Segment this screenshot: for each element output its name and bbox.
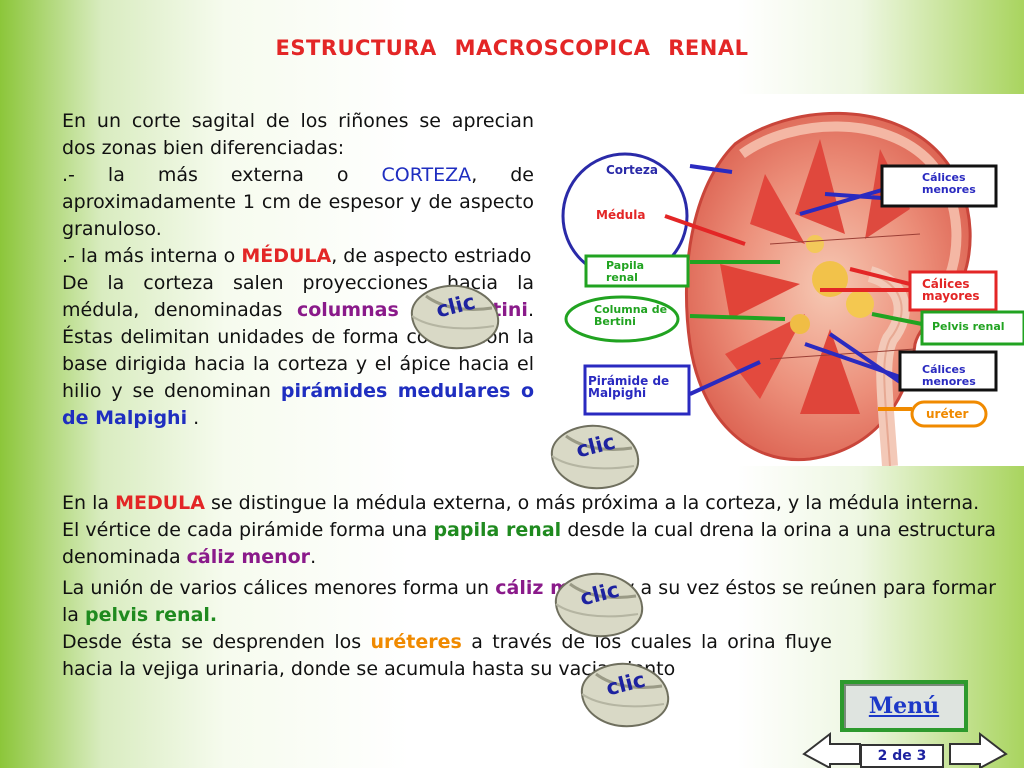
kw-corteza: CORTEZA [381, 164, 472, 186]
kidney-diagram: Corteza Médula Papila renal Columna de B… [560, 94, 1024, 466]
clic-button-4[interactable]: clic [576, 660, 672, 730]
mouse-icon [580, 662, 670, 728]
clic-button-1[interactable]: clic [406, 282, 502, 352]
label-corteza: Corteza [606, 163, 658, 177]
body-l3: La unión de varios cálices menores forma… [62, 577, 996, 626]
kw-papila: papila renal [433, 519, 562, 541]
label-calices-menores-bottom: Cálices menores [922, 363, 976, 388]
intro-p4: De la corteza salen proyecciones hacia l… [62, 272, 534, 429]
menu-button[interactable]: Menú [840, 680, 968, 732]
intro-p2: .- la más externa o CORTEZA, de aproxima… [62, 164, 534, 240]
body-l2: El vértice de cada pirámide forma una pa… [62, 519, 996, 568]
body-text: En la MEDULA se distingue la médula exte… [62, 490, 996, 683]
label-ureter: uréter [926, 407, 969, 421]
kw-medula-body: MEDULA [115, 492, 205, 514]
prev-arrow-icon[interactable] [802, 731, 861, 768]
kw-medula: MÉDULA [241, 245, 332, 267]
label-piramide: Pirámide de Malpighi [588, 374, 670, 400]
kw-ureteres: uréteres [370, 631, 462, 653]
body-l1: En la MEDULA se distingue la médula exte… [62, 492, 980, 514]
label-calices-mayores: Cálices mayores [922, 277, 980, 303]
label-medula: Médula [596, 208, 646, 222]
page-title: ESTRUCTURA MACROSCOPICA RENAL [275, 36, 749, 60]
kidney-illustration [561, 111, 1024, 466]
kw-caliz-menor: cáliz menor [186, 546, 311, 568]
label-columna: Columna de Bertini [594, 303, 668, 328]
mouse-icon [410, 284, 500, 350]
body-l4: Desde ésta se desprenden los uréteres a … [62, 631, 832, 680]
label-calices-menores-top: Cálices menores [922, 171, 976, 196]
intro-text: En un corte sagital de los riñones se ap… [62, 108, 534, 432]
clic-button-3[interactable]: clic [550, 570, 646, 640]
clic-button-2[interactable]: clic [546, 422, 642, 492]
mouse-icon [554, 572, 644, 638]
intro-p3: .- la más interna o MÉDULA, de aspecto e… [62, 245, 532, 267]
label-papila: Papila renal [606, 259, 645, 284]
mouse-icon [550, 424, 640, 490]
intro-p1: En un corte sagital de los riñones se ap… [62, 110, 534, 159]
page-indicator: 2 de 3 [860, 744, 944, 768]
label-pelvis: Pelvis renal [932, 320, 1005, 333]
next-arrow-icon[interactable] [949, 731, 1008, 768]
kw-pelvis: pelvis renal. [84, 604, 218, 626]
kw-piramides: pirámides medulares o de Malpighi [62, 380, 534, 429]
